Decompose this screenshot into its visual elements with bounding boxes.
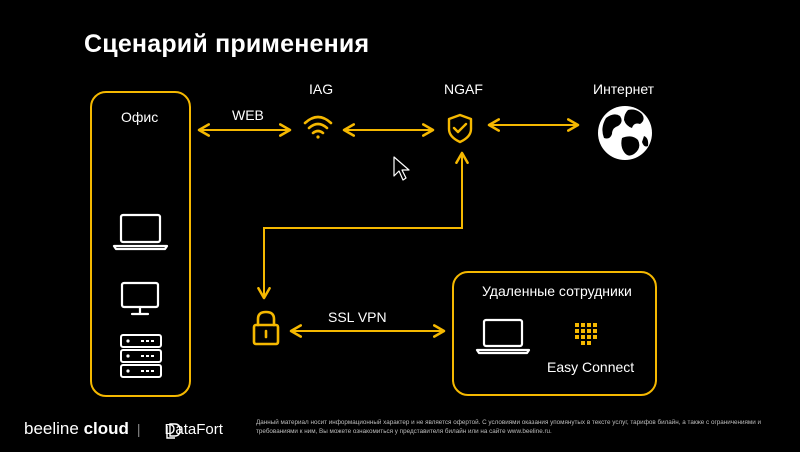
web-label: WEB <box>232 107 264 123</box>
shield-check-icon <box>447 113 473 144</box>
brand-cloud: cloud <box>83 419 129 438</box>
ngaf-label: NGAF <box>444 81 483 97</box>
laptop-icon <box>112 213 169 251</box>
brand-datafort: DataFort <box>164 421 223 438</box>
keypad-icon <box>575 323 597 345</box>
internet-label: Интернет <box>593 81 655 97</box>
easy-connect-label: Easy Connect <box>547 359 635 375</box>
page-title: Сценарий применения <box>84 30 370 58</box>
footer-brand: beeline cloud | DataFort <box>24 419 223 439</box>
monitor-icon <box>120 281 160 316</box>
server-icon <box>120 334 162 378</box>
office-label: Офис <box>121 109 159 125</box>
office-box <box>90 91 191 397</box>
iag-label: IAG <box>309 81 334 97</box>
brand-beeline: beeline <box>24 419 79 438</box>
remote-employees-box <box>452 271 657 396</box>
mouse-cursor-icon <box>393 156 410 181</box>
globe-icon <box>598 106 652 160</box>
datafort-logo-icon <box>166 423 181 439</box>
wifi-icon <box>303 115 333 139</box>
ssl-vpn-label: SSL VPN <box>328 309 387 325</box>
remote-laptop-icon <box>475 318 531 355</box>
footer-disclaimer: Данный материал носит информационный хар… <box>256 419 762 435</box>
ngaf-lock-arrow <box>257 151 469 300</box>
lock-icon <box>252 310 280 346</box>
brand-separator: | <box>136 421 141 437</box>
remote-employees-label: Удаленные сотрудники <box>482 283 632 299</box>
